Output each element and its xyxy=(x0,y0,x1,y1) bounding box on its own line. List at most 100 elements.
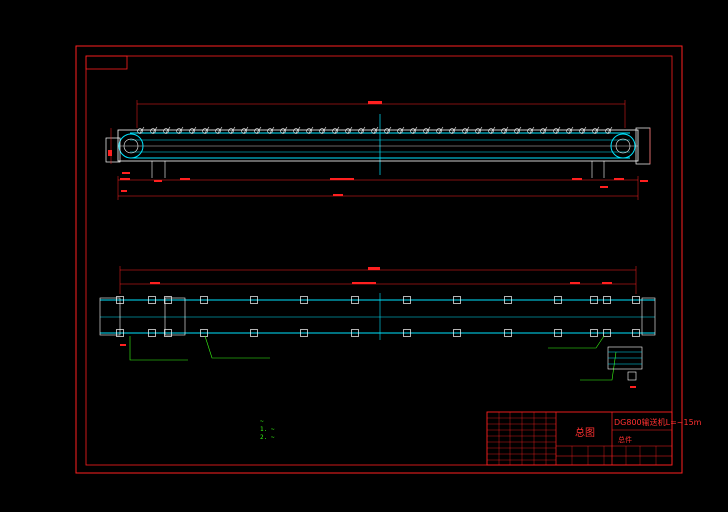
idler-bracket xyxy=(477,126,483,134)
support-post xyxy=(453,296,461,304)
idler-roller xyxy=(202,128,208,134)
inner-frame xyxy=(85,55,673,466)
idler-roller xyxy=(592,128,598,134)
idler-bracket xyxy=(360,126,366,134)
support-post xyxy=(590,296,598,304)
idler-bracket xyxy=(295,126,301,134)
idler-roller xyxy=(358,128,364,134)
idler-bracket xyxy=(191,126,197,134)
idler-bracket xyxy=(464,126,470,134)
idler-bracket xyxy=(217,126,223,134)
support-post xyxy=(590,329,598,337)
idler-roller xyxy=(189,128,195,134)
notes-line-1: 1. ~ xyxy=(260,426,275,433)
drawing-subtitle: 总件 xyxy=(618,436,632,444)
idler-roller xyxy=(579,128,585,134)
idler-roller xyxy=(332,128,338,134)
support-post xyxy=(164,296,172,304)
support-post xyxy=(351,296,359,304)
idler-bracket xyxy=(594,126,600,134)
idler-roller xyxy=(137,128,143,134)
support-post xyxy=(200,329,208,337)
plan-view xyxy=(99,266,656,381)
idler-roller xyxy=(475,128,481,134)
idler-roller xyxy=(241,128,247,134)
support-post xyxy=(632,329,640,337)
idler-roller xyxy=(527,128,533,134)
idler-bracket xyxy=(425,126,431,134)
support-post xyxy=(300,296,308,304)
dim-labels xyxy=(108,150,648,388)
idler-roller xyxy=(293,128,299,134)
idler-roller xyxy=(514,128,520,134)
support-post xyxy=(164,329,172,337)
idler-bracket xyxy=(347,126,353,134)
idler-roller xyxy=(423,128,429,134)
support-post xyxy=(453,329,461,337)
support-post xyxy=(632,296,640,304)
idler-bracket xyxy=(542,126,548,134)
idler-roller xyxy=(501,128,507,134)
support-post xyxy=(250,329,258,337)
idler-bracket xyxy=(503,126,509,134)
idler-roller xyxy=(384,128,390,134)
product-name: DG800输送机L=~15m xyxy=(614,418,702,427)
idler-roller xyxy=(436,128,442,134)
elevation-view xyxy=(105,100,651,200)
idler-roller xyxy=(267,128,273,134)
idler-roller xyxy=(345,128,351,134)
idler-bracket xyxy=(399,126,405,134)
idler-roller xyxy=(397,128,403,134)
idler-bracket xyxy=(490,126,496,134)
support-post xyxy=(504,296,512,304)
idler-bracket xyxy=(256,126,262,134)
idler-roller xyxy=(605,128,611,134)
idler-roller xyxy=(176,128,182,134)
support-post xyxy=(116,296,124,304)
idler-bracket xyxy=(204,126,210,134)
support-post xyxy=(504,329,512,337)
idler-bracket xyxy=(373,126,379,134)
idler-roller xyxy=(306,128,312,134)
idler-roller xyxy=(540,128,546,134)
idler-bracket xyxy=(308,126,314,134)
support-post xyxy=(603,296,611,304)
support-post xyxy=(403,329,411,337)
idler-bracket xyxy=(529,126,535,134)
idler-roller xyxy=(215,128,221,134)
idler-bracket xyxy=(152,126,158,134)
idler-bracket xyxy=(230,126,236,134)
idler-bracket xyxy=(139,126,145,134)
idler-bracket xyxy=(334,126,340,134)
idler-bracket xyxy=(438,126,444,134)
idler-bracket xyxy=(451,126,457,134)
idler-bracket xyxy=(607,126,613,134)
idler-roller xyxy=(566,128,572,134)
support-post xyxy=(603,329,611,337)
support-post xyxy=(200,296,208,304)
idler-roller xyxy=(163,128,169,134)
support-post xyxy=(300,329,308,337)
notes-line-2: 2. ~ xyxy=(260,434,275,441)
support-post xyxy=(250,296,258,304)
notes-heading: ~ xyxy=(260,418,264,425)
idler-roller xyxy=(462,128,468,134)
idler-bracket xyxy=(321,126,327,134)
idler-bracket xyxy=(412,126,418,134)
idler-bracket xyxy=(581,126,587,134)
idler-roller xyxy=(553,128,559,134)
idler-roller xyxy=(410,128,416,134)
idler-roller xyxy=(488,128,494,134)
corner-stamp xyxy=(85,55,128,70)
idler-bracket xyxy=(269,126,275,134)
idler-roller xyxy=(254,128,260,134)
support-post xyxy=(351,329,359,337)
support-post xyxy=(554,329,562,337)
support-post xyxy=(148,329,156,337)
idler-roller xyxy=(280,128,286,134)
idler-bracket xyxy=(386,126,392,134)
support-post xyxy=(116,329,124,337)
idler-bracket xyxy=(243,126,249,134)
idler-bracket xyxy=(282,126,288,134)
